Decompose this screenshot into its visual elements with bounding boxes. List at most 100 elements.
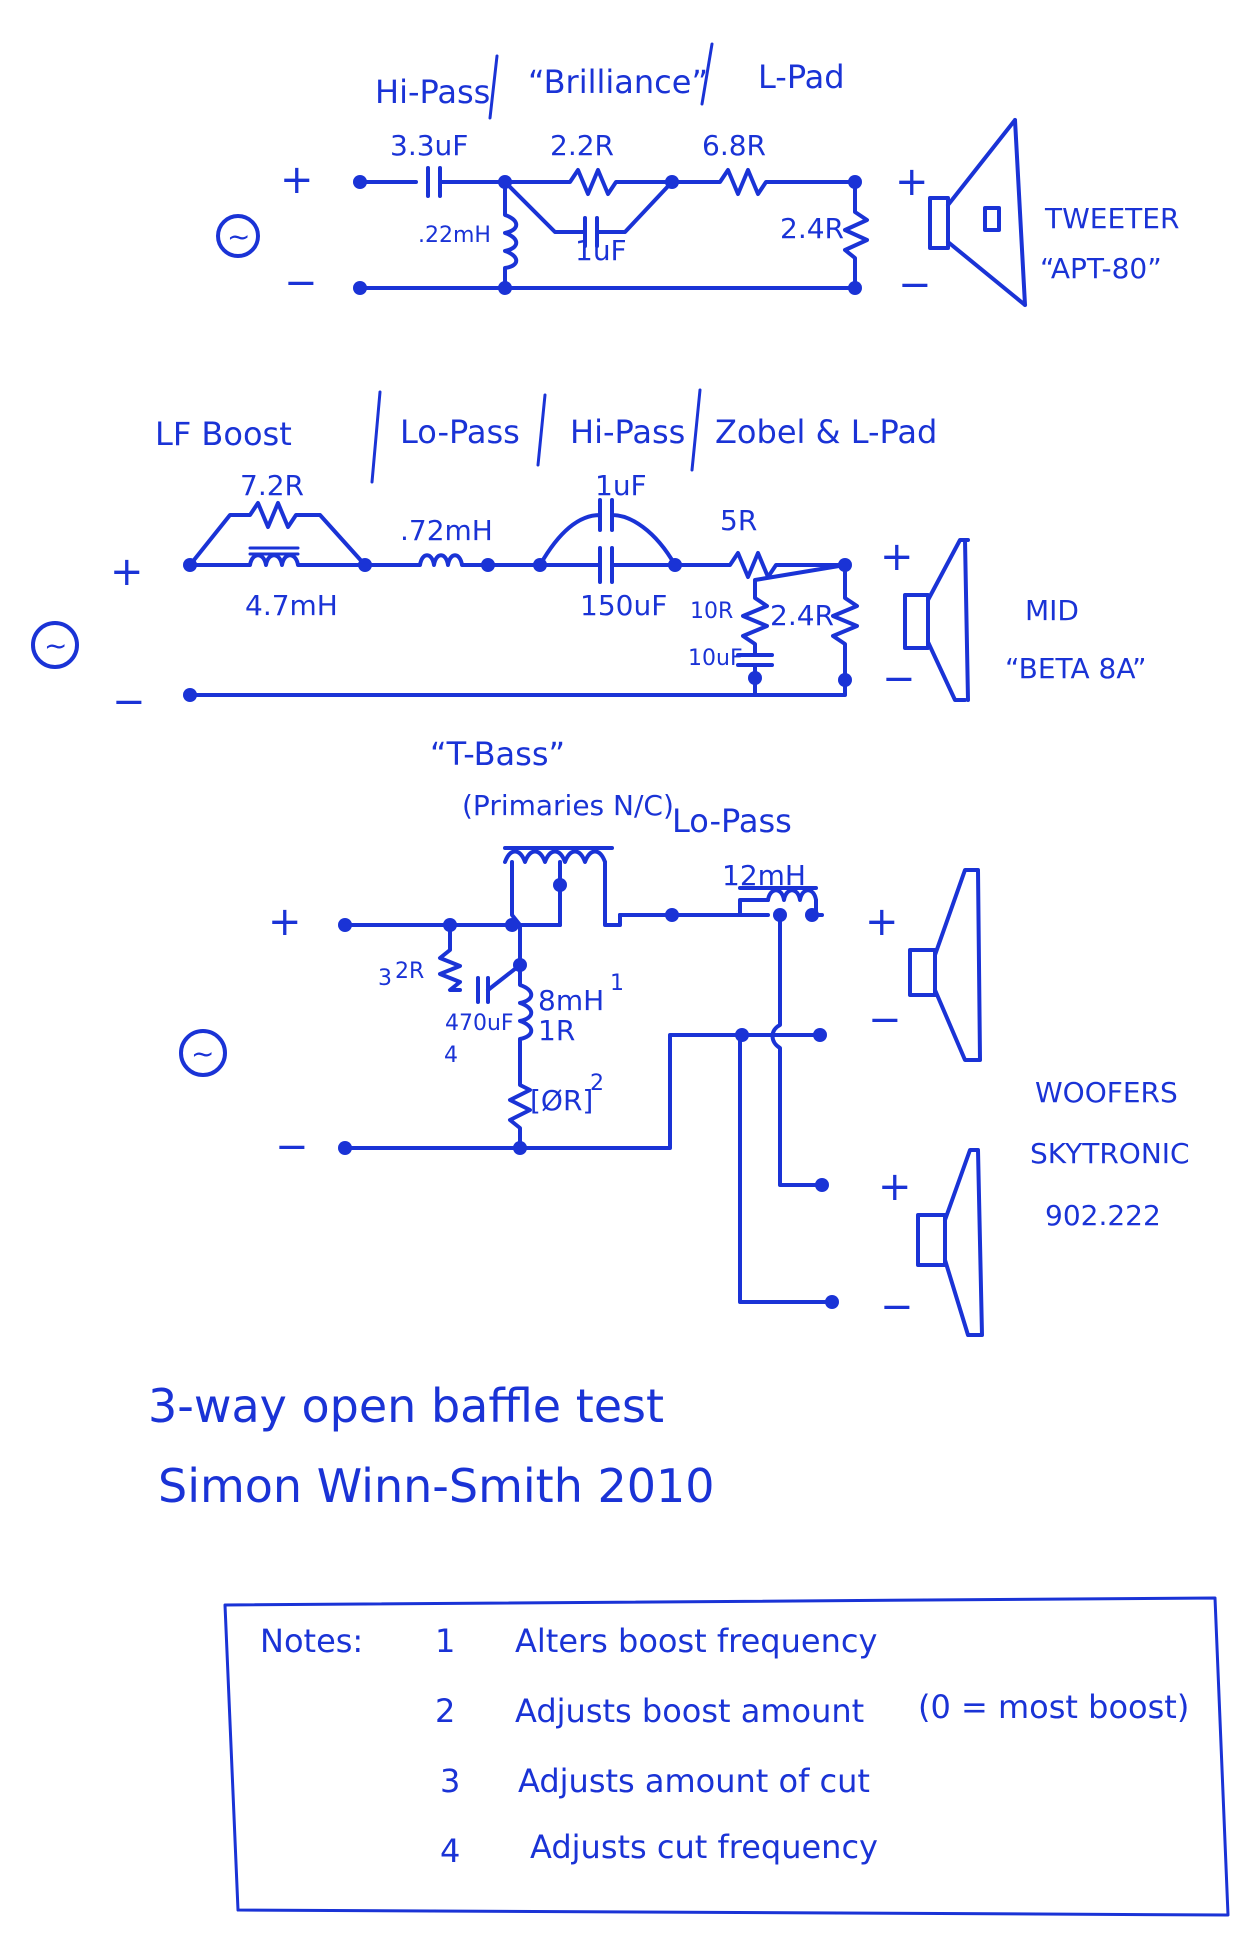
- tweeter-brilliance-header: “Brilliance”: [528, 63, 708, 101]
- bass-r3-note: 2: [590, 1071, 604, 1096]
- bass-boost-branch: [508, 923, 534, 1150]
- bass-r1-note: 3: [378, 966, 392, 991]
- bass-speaker-name: WOOFERS: [1035, 1076, 1178, 1109]
- mid-speaker-name: MID: [1025, 594, 1079, 627]
- mid-zobel-branch: [736, 563, 847, 682]
- mid-lopass-header: Lo-Pass: [400, 413, 520, 451]
- tweeter-c1-label: 3.3uF: [390, 129, 468, 162]
- tweeter-r1-resistor: [503, 168, 712, 196]
- woofer1-plus-wire: [770, 913, 824, 1187]
- bass-top-rail: [343, 886, 818, 927]
- bass-source-symbol: ~: [191, 1037, 214, 1070]
- mid-r3-label: 10R: [690, 599, 733, 624]
- woofer2-plus: +: [878, 1164, 912, 1210]
- header-divider: [536, 393, 547, 467]
- tweeter-speaker-model: “APT-80”: [1040, 252, 1162, 285]
- woofer2-speaker-icon: [916, 1148, 984, 1337]
- header-divider: [700, 42, 714, 106]
- header-divider: [370, 390, 382, 484]
- mid-r1-resistor: [188, 501, 367, 567]
- tweeter-source-icon: [216, 214, 260, 258]
- notes-box: Notes: 1 Alters boost frequency 2 Adjust…: [223, 1596, 1230, 1917]
- bass-speaker-model: 902.222: [1045, 1199, 1161, 1232]
- caption: 3-way open baffle test Simon Winn-Smith …: [148, 1379, 715, 1513]
- bass-cut-branch: [438, 923, 522, 1004]
- tweeter-c1-capacitor: [358, 166, 507, 198]
- caption-title: 3-way open baffle test: [148, 1379, 664, 1433]
- tweeter-c2-capacitor: [503, 180, 674, 248]
- tweeter-l1-label: .22mH: [418, 223, 491, 248]
- mid-r2-resistor: [673, 551, 847, 579]
- mid-zobel-header: Zobel & L-Pad: [715, 413, 937, 451]
- tweeter-input-plus: +: [280, 157, 314, 203]
- tweeter-output-minus: −: [898, 262, 932, 308]
- mid-source-icon: [31, 621, 79, 669]
- mid-l1-label: 4.7mH: [245, 589, 338, 622]
- note-3-text: Adjusts amount of cut: [518, 1762, 870, 1800]
- mid-l1-inductor: [188, 553, 367, 567]
- tweeter-r2-resistor: [670, 168, 857, 196]
- mid-r4-resistor: [831, 563, 859, 682]
- bass-speaker-brand: SKYTRONIC: [1030, 1137, 1190, 1170]
- header-divider: [488, 54, 499, 120]
- note-2-extra: (0 = most boost): [918, 1688, 1189, 1726]
- note-1-number: 1: [435, 1622, 455, 1660]
- mid-source-symbol: ~: [44, 629, 67, 662]
- mid-l2-label: .72mH: [400, 514, 493, 547]
- header-divider: [690, 388, 702, 472]
- note-4-text: Adjusts cut frequency: [530, 1828, 878, 1866]
- bass-tbass-title: “T-Bass”: [430, 735, 565, 773]
- mid-c2-capacitor: [538, 546, 677, 584]
- mid-input-plus: +: [110, 549, 144, 595]
- mid-c1-capacitor: [538, 498, 677, 567]
- tweeter-hipass-header: Hi-Pass: [375, 73, 490, 111]
- bass-r2-label: 1R: [538, 1014, 575, 1047]
- mid-output-minus: −: [882, 656, 916, 702]
- note-3-number: 3: [440, 1762, 460, 1800]
- tweeter-speaker-icon: [928, 118, 1027, 307]
- woofer2-minus-wire: [738, 1033, 834, 1304]
- notes-label: Notes:: [260, 1622, 363, 1660]
- bass-l2-label: 8mH: [538, 984, 604, 1017]
- mid-c1-label: 1uF: [595, 469, 647, 502]
- bass-l1-inductor: [618, 898, 824, 917]
- tweeter-r2-label: 6.8R: [702, 129, 766, 162]
- mid-speaker-model: “BETA 8A”: [1005, 652, 1147, 685]
- note-1-text: Alters boost frequency: [515, 1622, 877, 1660]
- tweeter-l1-inductor: [503, 180, 519, 290]
- tweeter-c2-label: 1uF: [575, 234, 627, 267]
- notes-border: [223, 1596, 1230, 1917]
- tweeter-r1-label: 2.2R: [550, 129, 614, 162]
- woofer1-minus: −: [868, 997, 902, 1043]
- mid-r1-label: 7.2R: [240, 469, 304, 502]
- mid-lfboost-header: LF Boost: [155, 415, 292, 453]
- tweeter-input-minus: −: [284, 260, 318, 306]
- tweeter-r3-resistor: [843, 180, 869, 290]
- tweeter-lpad-header: L-Pad: [758, 58, 845, 96]
- mid-r4-label: 2.4R: [770, 599, 834, 632]
- mid-c2-label: 150uF: [580, 589, 667, 622]
- bass-l2-note: 1: [610, 971, 624, 996]
- bass-c1-label: 470uF: [445, 1011, 514, 1036]
- mid-section: LF Boost Lo-Pass Hi-Pass Zobel & L-Pad +…: [31, 388, 1147, 725]
- woofer2-minus: −: [880, 1284, 914, 1330]
- bass-return-rail: [343, 1033, 822, 1150]
- mid-output-plus: +: [880, 534, 914, 580]
- tbass-taps: [510, 860, 622, 927]
- tweeter-r3-label: 2.4R: [780, 212, 844, 245]
- bass-l1-label: 12mH: [722, 859, 806, 892]
- bass-r3-label: [ØR]: [530, 1084, 593, 1117]
- tweeter-section: Hi-Pass “Brilliance” L-Pad + − ~ 3.3uF 2…: [216, 42, 1179, 308]
- note-4-number: 4: [440, 1832, 460, 1870]
- bass-lopass-header: Lo-Pass: [672, 802, 792, 840]
- woofer1-speaker-icon: [908, 868, 982, 1062]
- bass-tbass-subtitle: (Primaries N/C): [462, 789, 674, 822]
- tbass-winding: [503, 849, 607, 864]
- tweeter-source-symbol: ~: [227, 220, 250, 253]
- tweeter-speaker-name: TWEETER: [1044, 202, 1179, 235]
- woofer1-plus: +: [865, 899, 899, 945]
- note-2-number: 2: [435, 1692, 455, 1730]
- bass-r1-label: 2R: [395, 959, 424, 984]
- caption-author: Simon Winn-Smith 2010: [158, 1459, 715, 1513]
